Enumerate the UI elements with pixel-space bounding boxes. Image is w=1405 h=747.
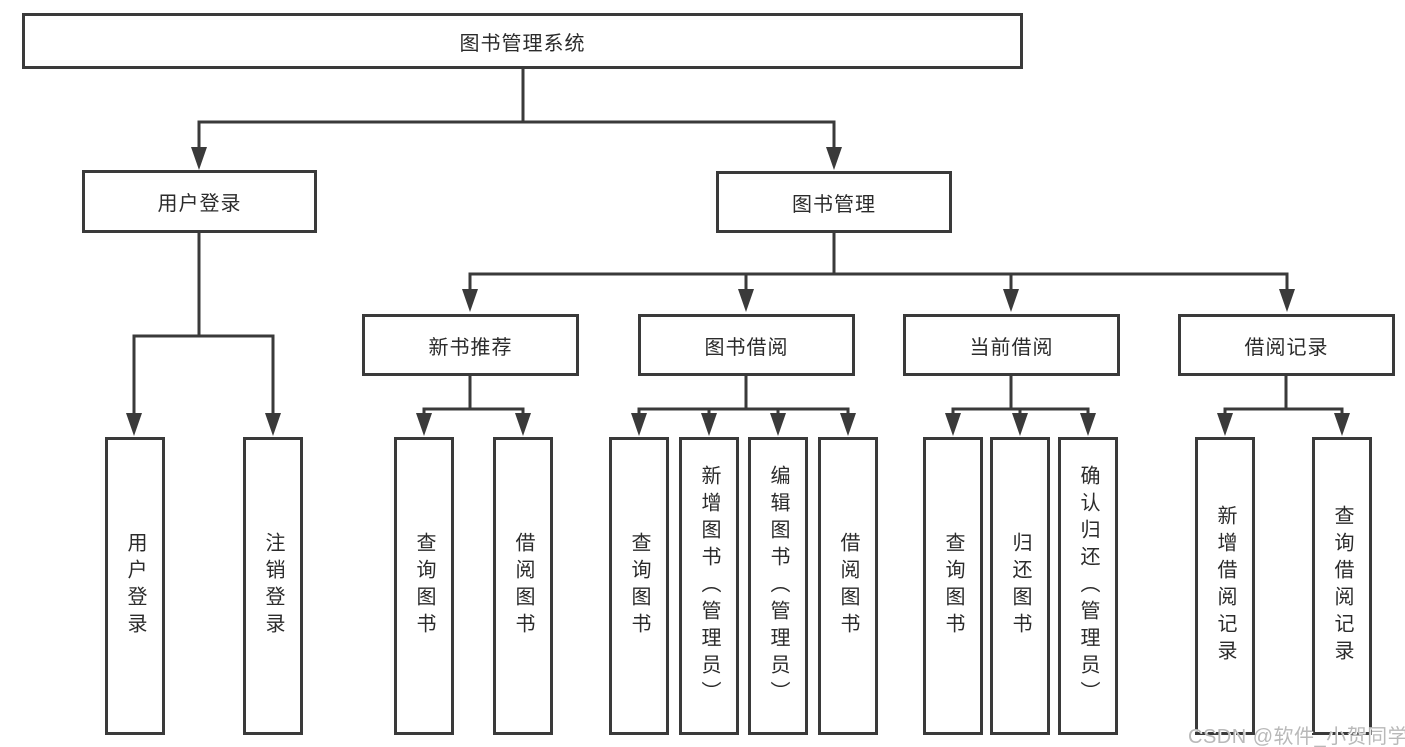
arrowhead [191, 147, 207, 170]
arrowhead [265, 413, 281, 436]
leaf-confirm-return-admin: 确认归还（管理员） [1058, 437, 1118, 735]
arrowhead [1012, 413, 1028, 436]
arrowhead [770, 413, 786, 436]
leaf-add-book-admin: 新增图书（管理员） [679, 437, 739, 735]
arrowhead [1003, 289, 1019, 312]
leaf-query-books-borrowing: 查询图书 [609, 437, 669, 735]
leaf-confirm-return-admin-label: 确认归还（管理员） [1077, 464, 1099, 708]
leaf-edit-book-admin: 编辑图书（管理员） [748, 437, 808, 735]
leaf-logout-label: 注销登录 [262, 532, 284, 640]
arrowhead [1080, 413, 1096, 436]
arrowhead [701, 413, 717, 436]
leaf-query-borrow-record: 查询借阅记录 [1312, 437, 1372, 735]
leaf-user-login: 用户登录 [105, 437, 165, 735]
node-book-management: 图书管理 [716, 171, 952, 233]
leaf-query-borrow-record-label: 查询借阅记录 [1331, 505, 1353, 667]
leaf-add-borrow-record: 新增借阅记录 [1195, 437, 1255, 735]
leaf-logout: 注销登录 [243, 437, 303, 735]
arrowhead [1334, 413, 1350, 436]
arrowhead [631, 413, 647, 436]
leaf-borrow-books-borrowing: 借阅图书 [818, 437, 878, 735]
watermark: CSDN @软件_小贺同学 [1188, 726, 1405, 747]
leaf-borrow-books-recommend: 借阅图书 [493, 437, 553, 735]
arrowhead [126, 413, 142, 436]
arrowhead [515, 413, 531, 436]
leaf-query-books-recommend-label: 查询图书 [413, 532, 435, 640]
arrowhead [840, 413, 856, 436]
node-book-borrowing: 图书借阅 [638, 314, 855, 376]
arrowheads [126, 147, 1350, 436]
node-library-management-system: 图书管理系统 [22, 13, 1023, 69]
arrowhead [1279, 289, 1295, 312]
leaf-add-book-admin-label: 新增图书（管理员） [698, 464, 720, 708]
leaf-query-books-recommend: 查询图书 [394, 437, 454, 735]
arrowhead [1217, 413, 1233, 436]
arrowhead [945, 413, 961, 436]
leaf-query-books-current-label: 查询图书 [942, 532, 964, 640]
node-current-borrowing: 当前借阅 [903, 314, 1120, 376]
node-user-login: 用户登录 [82, 170, 317, 233]
leaf-query-books-current: 查询图书 [923, 437, 983, 735]
node-new-book-recommend: 新书推荐 [362, 314, 579, 376]
leaf-borrow-books-borrowing-label: 借阅图书 [837, 532, 859, 640]
leaf-user-login-label: 用户登录 [124, 532, 146, 640]
leaf-return-books-label: 归还图书 [1009, 532, 1031, 640]
arrowhead [416, 413, 432, 436]
arrowhead [826, 147, 842, 170]
arrowhead [462, 289, 478, 312]
leaf-add-borrow-record-label: 新增借阅记录 [1214, 505, 1236, 667]
leaf-return-books: 归还图书 [990, 437, 1050, 735]
leaf-query-books-borrowing-label: 查询图书 [628, 532, 650, 640]
leaf-borrow-books-recommend-label: 借阅图书 [512, 532, 534, 640]
leaf-edit-book-admin-label: 编辑图书（管理员） [767, 464, 789, 708]
connector-paths [132, 67, 1344, 416]
node-borrow-records: 借阅记录 [1178, 314, 1395, 376]
arrowhead [738, 289, 754, 312]
